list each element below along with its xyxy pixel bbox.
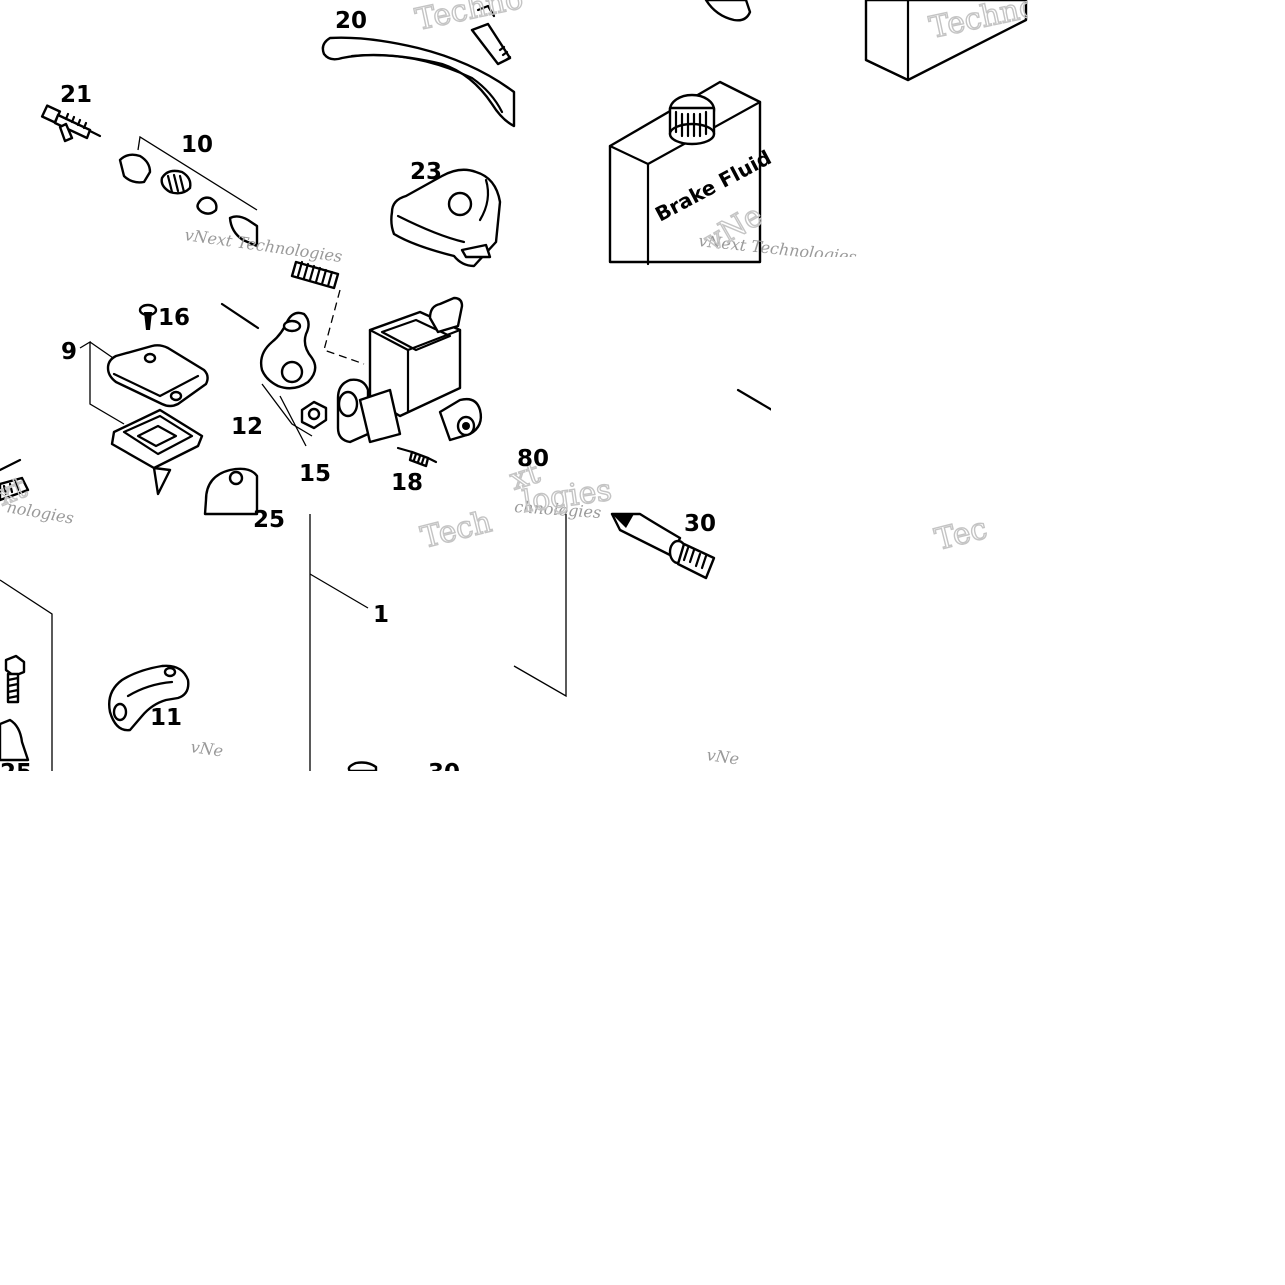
callout-12: 12 bbox=[231, 414, 263, 440]
tile-bottom-right: vNe bbox=[513, 512, 740, 768]
callout-25: 25 bbox=[253, 507, 285, 533]
cover-screw-part bbox=[138, 303, 158, 330]
fitting-fragment bbox=[347, 761, 378, 773]
callout-20: 20 bbox=[335, 8, 367, 34]
bleeder-screw-part bbox=[40, 104, 102, 143]
tile-bottom-far: Tec bbox=[931, 510, 992, 558]
push-rod-part bbox=[470, 4, 512, 66]
watermark-text: vNe bbox=[189, 737, 224, 760]
brake-hose-part bbox=[610, 512, 716, 580]
callout-bracket-10 bbox=[137, 135, 258, 211]
callout-leader-15 bbox=[279, 395, 307, 447]
tile-center bbox=[259, 260, 483, 468]
callout-leader-1 bbox=[309, 573, 369, 609]
callout-21: 21 bbox=[60, 82, 92, 108]
watermark-text-large: Techno bbox=[412, 0, 526, 38]
tile-top-left: vNext Technologies bbox=[40, 104, 343, 266]
hose-end-fragment bbox=[0, 476, 30, 502]
blank-area-bottom bbox=[0, 771, 1285, 1285]
handlebar-clamp-part bbox=[108, 664, 190, 732]
tile-mid-right: xt chnologies logies bbox=[505, 388, 774, 522]
watermark-text-large: Tech bbox=[417, 504, 495, 555]
master-cylinder-body-part bbox=[336, 296, 483, 444]
diaphragm-part bbox=[110, 408, 204, 496]
tile-bottom-left: vNe bbox=[0, 579, 224, 771]
blank-area-right bbox=[1028, 0, 1285, 771]
callout-16: 16 bbox=[158, 305, 190, 331]
return-spring-part bbox=[290, 260, 365, 365]
pivot-bracket-part bbox=[259, 311, 328, 437]
tile-mid-left: nologies xt bbox=[0, 302, 260, 528]
lever-bracket-part bbox=[390, 168, 502, 268]
callout-9: 9 bbox=[61, 339, 77, 365]
reservoir-cover-part bbox=[106, 344, 209, 408]
brake-fluid-container: Brake Fluid bbox=[608, 80, 775, 266]
callout-80: 80 bbox=[517, 446, 549, 472]
frame-line bbox=[513, 514, 567, 698]
leader-line bbox=[736, 388, 774, 412]
callout-11: 11 bbox=[150, 705, 182, 731]
callout-bracket-9 bbox=[79, 340, 125, 425]
callout-labels: 20 21 10 23 16 9 12 15 18 80 30 25 1 11 … bbox=[0, 8, 716, 786]
watermark-text: vNext Technologies bbox=[183, 225, 343, 266]
lever-tip-fragment bbox=[704, 0, 752, 22]
brake-lever-part bbox=[321, 36, 516, 128]
watermark-text-large: Tec bbox=[931, 511, 990, 558]
brake-fluid-container-alt bbox=[864, 0, 1028, 82]
tile-bottom-center: Tech bbox=[309, 504, 496, 773]
master-cylinder-fragment bbox=[203, 467, 259, 516]
bolt-fragment bbox=[0, 718, 30, 762]
blank-tile bbox=[771, 257, 1028, 514]
callout-18: 18 bbox=[391, 470, 423, 496]
frame-line bbox=[0, 579, 53, 771]
callout-15: 15 bbox=[299, 461, 331, 487]
banjo-bolt-part bbox=[396, 446, 438, 468]
clamp-bolt-part bbox=[4, 654, 26, 704]
callout-23: 23 bbox=[410, 159, 442, 185]
callout-30: 30 bbox=[684, 511, 716, 537]
watermark-text: vNe bbox=[705, 745, 740, 768]
callout-10: 10 bbox=[181, 132, 213, 158]
callout-1: 1 bbox=[373, 602, 389, 628]
piston-kit-part bbox=[118, 153, 259, 248]
tile-top-middle bbox=[321, 4, 516, 268]
